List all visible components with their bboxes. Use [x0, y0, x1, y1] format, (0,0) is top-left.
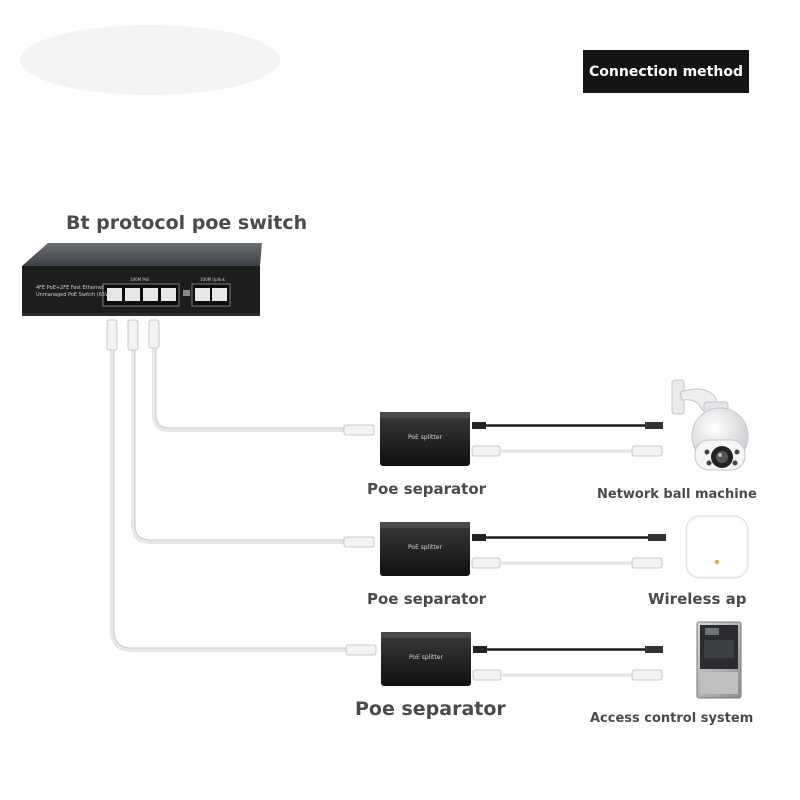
switch-cable-edges — [113, 345, 350, 649]
switch-plugs — [106, 319, 160, 351]
separator-3-label: Poe separator — [355, 698, 506, 720]
separator-3-device-text: PoE splitter — [409, 654, 443, 661]
device-label-wireless-ap: Wireless ap — [648, 590, 747, 608]
poe-separator-3 — [381, 632, 471, 686]
switch-uplink-group-label: 100M Uplink — [200, 277, 225, 282]
separator-2-label: Poe separator — [367, 590, 487, 608]
poe-switch — [22, 243, 262, 316]
switch-panel-line1: 4FE PoE+2FE Fast Ethernet — [36, 285, 105, 291]
device-label-ptz-camera: Network ball machine — [597, 487, 757, 502]
poe-separator-1 — [380, 412, 470, 466]
separator-output-cables — [471, 422, 666, 681]
connection-method-badge: Connection method — [583, 50, 749, 93]
access-control-icon — [696, 621, 742, 699]
separator-2-device-text: PoE splitter — [408, 544, 442, 551]
poe-port-group — [102, 283, 180, 307]
wireless-ap-icon — [685, 515, 749, 579]
switch-title: Bt protocol poe switch — [66, 212, 308, 234]
separator-1-label: Poe separator — [367, 480, 487, 498]
switch-poe-group-label: 100M PoE — [130, 277, 150, 282]
poe-separator-2 — [380, 522, 470, 576]
separator-1-device-text: PoE splitter — [408, 434, 442, 441]
ptz-camera-icon — [671, 379, 749, 471]
separator-input-plugs — [343, 424, 377, 656]
uplink-port-group — [191, 283, 231, 307]
switch-cables — [110, 343, 352, 652]
switch-panel-text: 4FE PoE+2FE Fast Ethernet Unmanaged PoE … — [36, 285, 112, 299]
device-label-access-control: Access control system — [590, 711, 754, 726]
switch-panel-line2: Unmanaged PoE Switch (65W) — [36, 292, 112, 298]
